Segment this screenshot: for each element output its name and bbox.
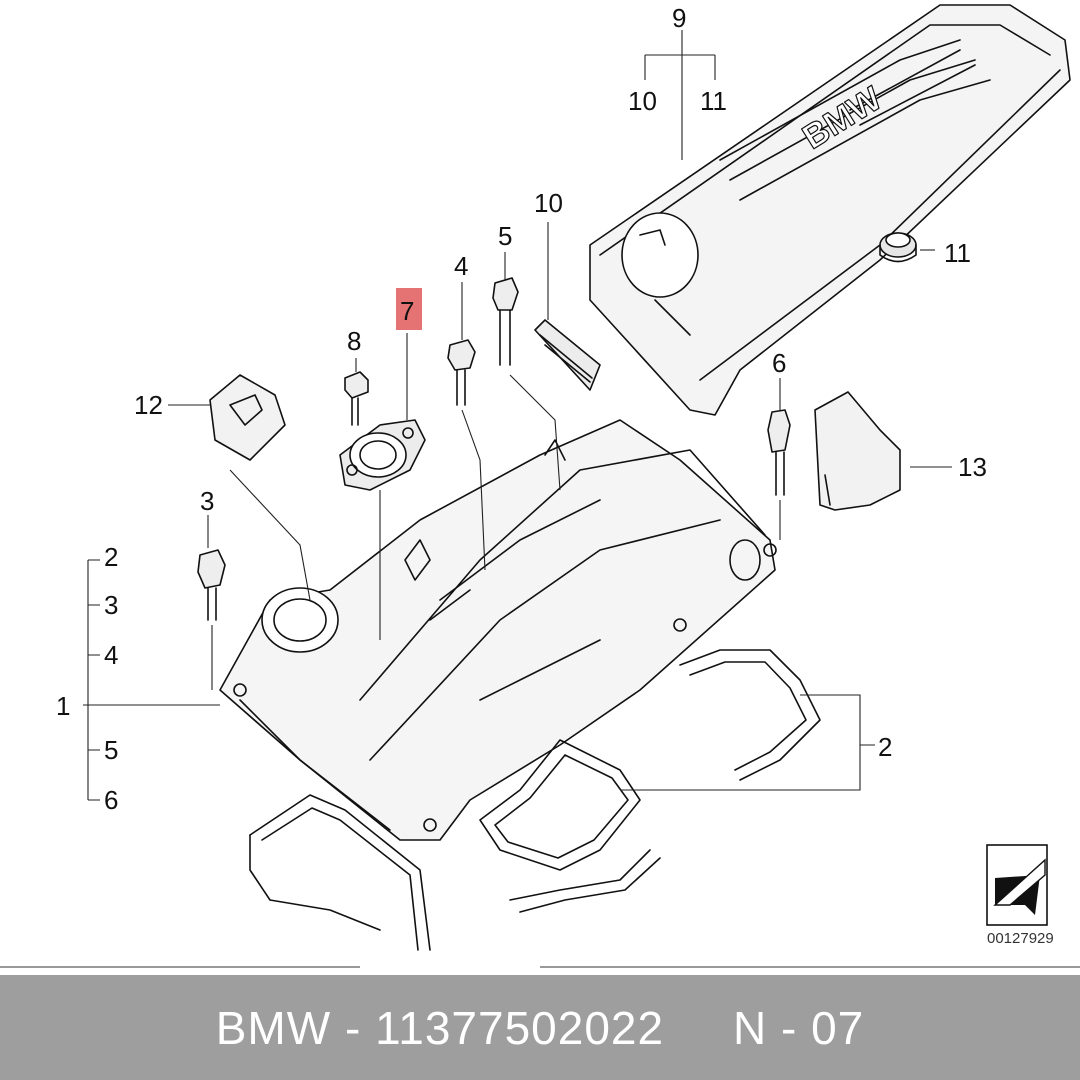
callout-3-left: 3 [104,590,118,620]
callout-13: 13 [958,452,987,482]
highlight-box-7 [396,288,422,330]
callout-4-top: 4 [454,251,468,281]
oil-filler-cap [209,374,286,461]
banner-separator: - [331,1001,376,1054]
callout-5-left: 5 [104,735,118,765]
callout-1: 1 [56,691,70,721]
callout-10: 10 [534,188,563,218]
exploded-parts-diagram: BMW [0,3,1080,968]
leader-lines [83,30,952,801]
banner-gap [664,1001,733,1055]
part-number-banner: BMW - 11377502022 N - 07 [0,975,1080,1080]
bolt-5 [492,277,519,366]
bolt-6 [767,409,791,496]
callout-7: 7 [400,296,414,326]
callout-labels: 9 10 11 10 11 5 4 7 8 12 6 13 3 2 3 4 1 … [56,3,987,815]
callout-2: 2 [878,732,892,762]
callout-4-left: 4 [104,640,118,670]
oil-separator-flange [339,419,426,491]
callout-8: 8 [347,326,361,356]
gasket-set [249,649,821,951]
banner-brand: BMW [215,1001,332,1054]
callout-11: 11 [944,238,971,268]
callout-12: 12 [134,390,163,420]
bolt-3 [197,549,226,621]
callout-6-left: 6 [104,785,118,815]
heat-shield [814,391,901,511]
callout-9: 9 [672,3,686,33]
arrow-view-icon [986,844,1048,926]
callout-5-top: 5 [498,221,512,251]
bolt-4 [447,339,476,406]
banner-part-number: 11377502022 [375,1001,665,1054]
callout-11-top: 11 [700,86,727,116]
bolt-8 [344,371,369,426]
engine-cover: BMW [589,4,1071,416]
diagram-reference-id: 00127929 [987,930,1054,947]
callout-6-top: 6 [772,348,786,378]
cover-seal-strip [534,319,601,391]
callout-10-top: 10 [628,86,657,116]
banner-diagram-position: N - 07 [732,1001,865,1054]
callout-2-left: 2 [104,542,118,572]
callout-3-top: 3 [200,486,214,516]
cylinder-head-cover [219,419,777,841]
rubber-grommet [879,232,917,263]
